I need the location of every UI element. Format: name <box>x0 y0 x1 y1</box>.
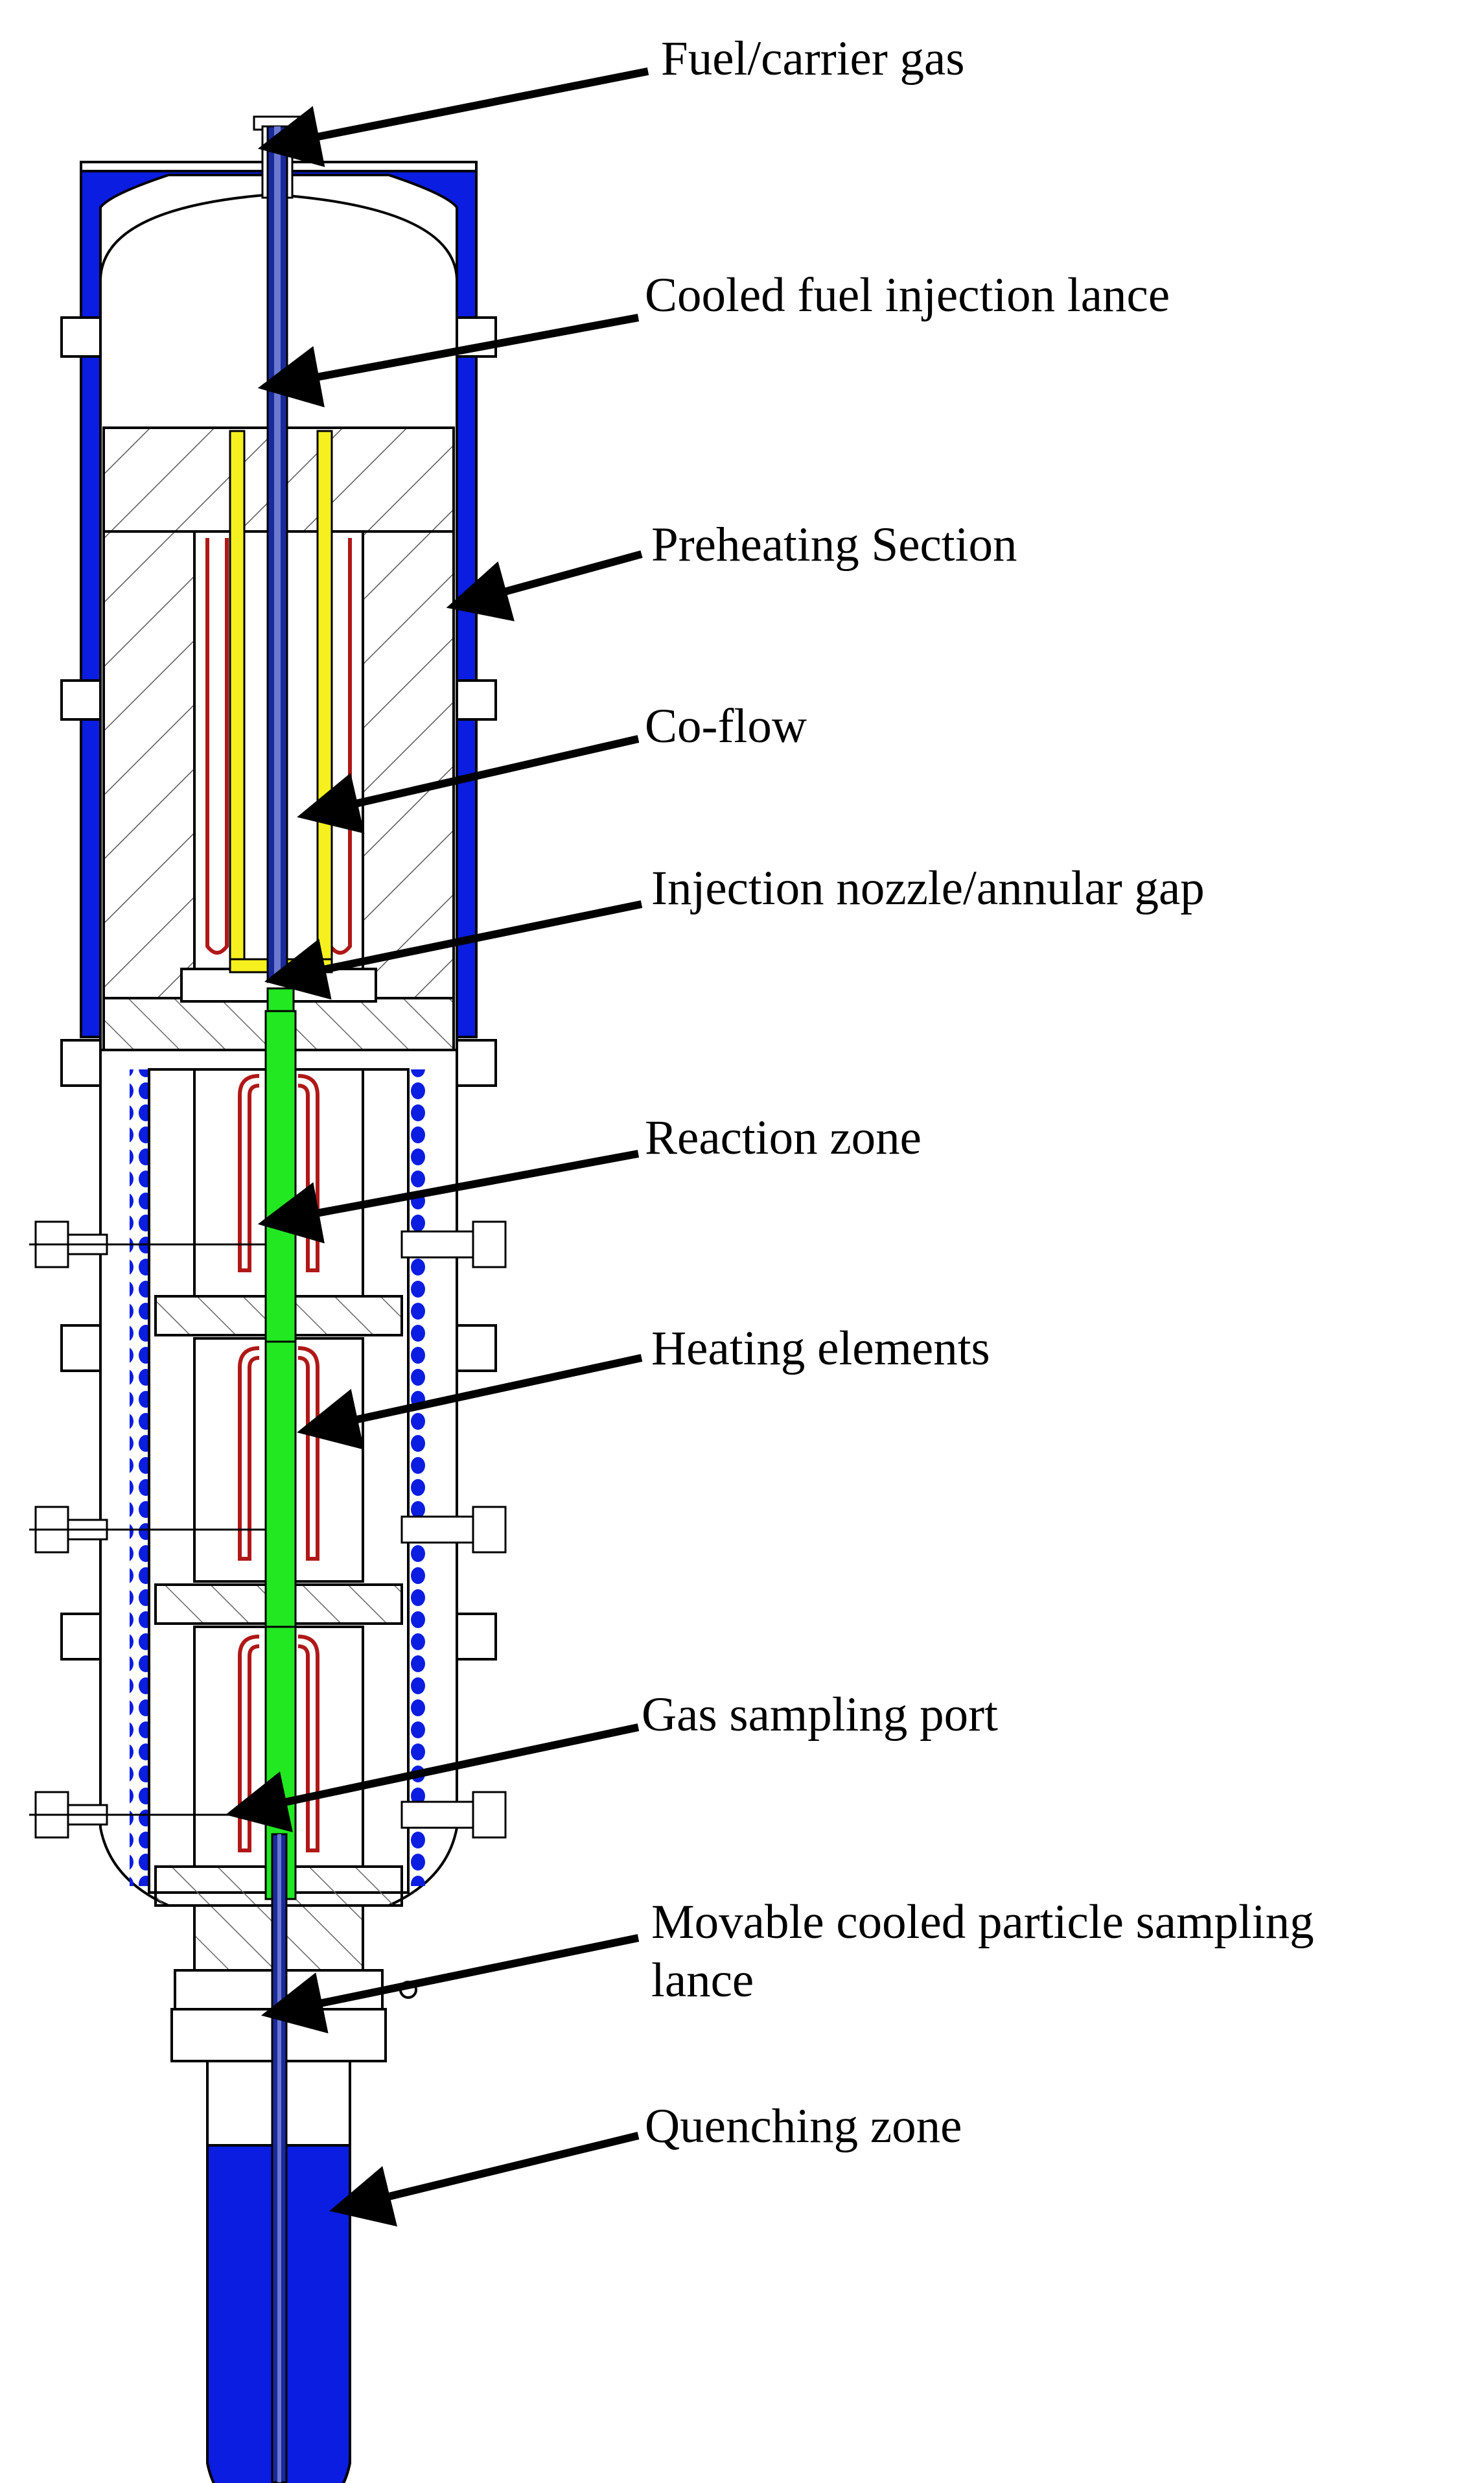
label-gas-sampling-port: Gas sampling port <box>642 1688 998 1742</box>
gas-sampling-ports <box>29 1220 507 1839</box>
label-preheating-section: Preheating Section <box>651 518 1017 572</box>
label-fuel-carrier-gas: Fuel/carrier gas <box>661 32 965 86</box>
label-heating-elements: Heating elements <box>651 1322 990 1375</box>
label-arrows <box>226 67 649 2227</box>
label-reaction-zone: Reaction zone <box>645 1111 922 1165</box>
particle-sampling-lance <box>271 1833 288 2483</box>
reaction-heating-elements <box>238 1074 319 1852</box>
label-injection-nozzle: Injection nozzle/annular gap <box>651 861 1205 915</box>
reaction-tube <box>264 987 297 1900</box>
label-cooled-fuel-injection-lance: Cooled fuel injection lance <box>645 268 1170 322</box>
label-co-flow: Co-flow <box>645 699 807 753</box>
label-quenching-zone: Quenching zone <box>645 2099 962 2153</box>
label-particle-lance-line1: Movable cooled particle sampling <box>651 1895 1314 1949</box>
label-particle-lance-line2: lance <box>651 1953 754 2007</box>
